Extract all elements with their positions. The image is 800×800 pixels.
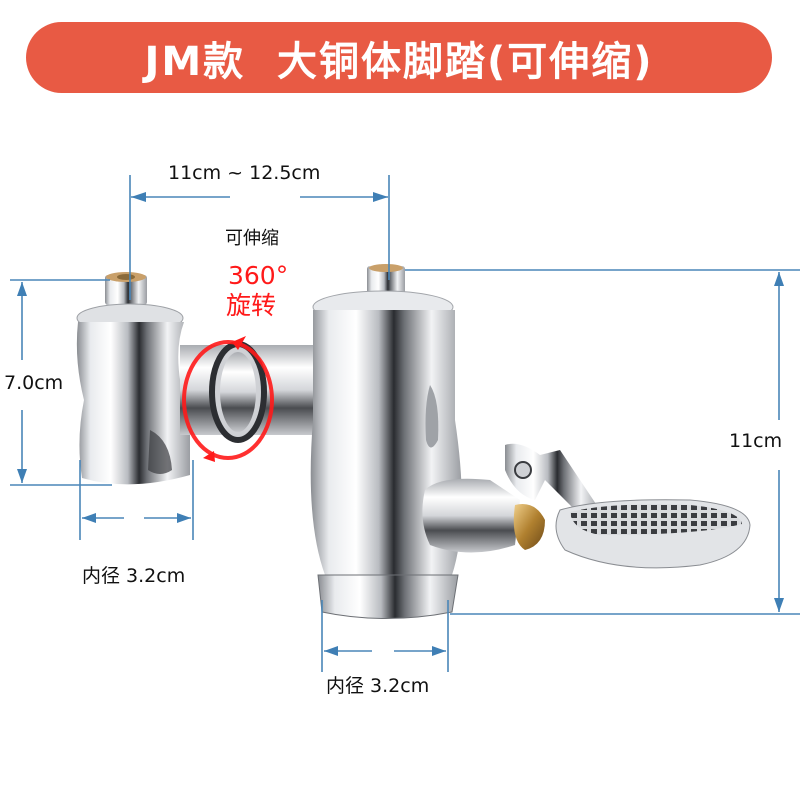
rotation-label: 旋转 (226, 291, 277, 320)
rotation-arrow-icon (182, 336, 274, 462)
right-height-label: 11cm (729, 430, 783, 452)
swivel-connector (180, 341, 320, 443)
outlet-diameter-label: 内径 3.2cm (326, 675, 430, 697)
telescopic-label: 可伸缩 (225, 228, 279, 249)
rotation-degrees-label: 360° (228, 261, 289, 290)
inlet-body (76, 272, 190, 485)
banner-title: JM款 大铜体脚踏(可伸缩) (144, 38, 654, 85)
dimension-lines (10, 175, 800, 672)
valve-body (310, 264, 462, 619)
title-banner: JM款 大铜体脚踏(可伸缩) (26, 22, 772, 93)
foot-pedal (422, 443, 751, 569)
dimension-arrowheads (17, 192, 784, 656)
left-height-label: 7.0cm (4, 372, 64, 394)
inlet-diameter-label: 内径 3.2cm (82, 565, 186, 587)
width-range-label: 11cm ~ 12.5cm (168, 162, 321, 184)
